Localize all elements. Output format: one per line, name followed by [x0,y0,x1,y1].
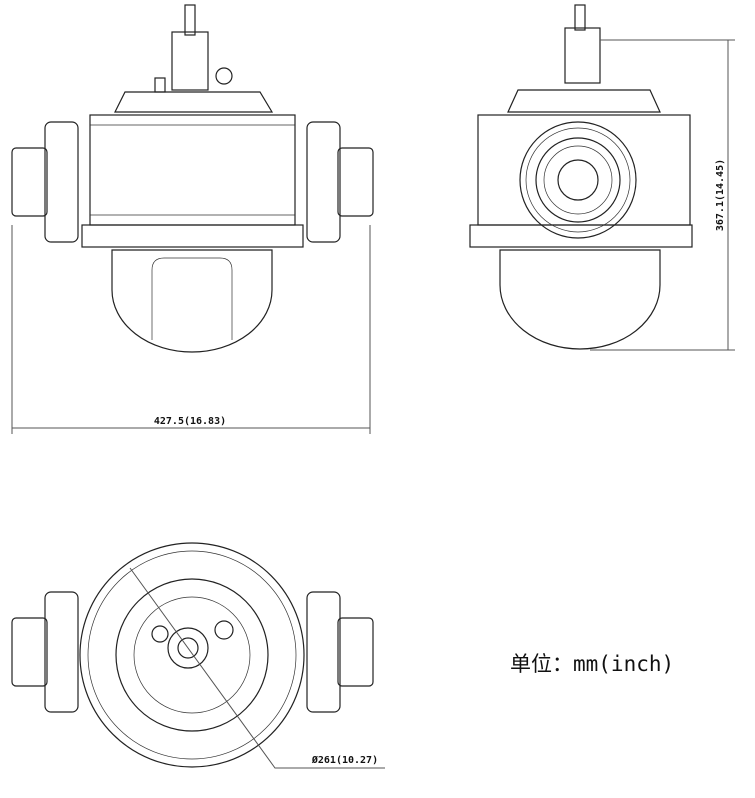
front-view: 427.5(16.83) [11,4,374,434]
side-view: 367.1(14.45) [469,4,735,351]
bottom-view: Ø261(10.27) [11,542,385,769]
width-dimension-label: 427.5(16.83) [154,416,226,427]
height-dimension-label: 367.1(14.45) [715,159,726,231]
diameter-dimension-label: Ø261(10.27) [311,754,378,766]
unit-label: 单位：mm(inch) [510,652,675,676]
